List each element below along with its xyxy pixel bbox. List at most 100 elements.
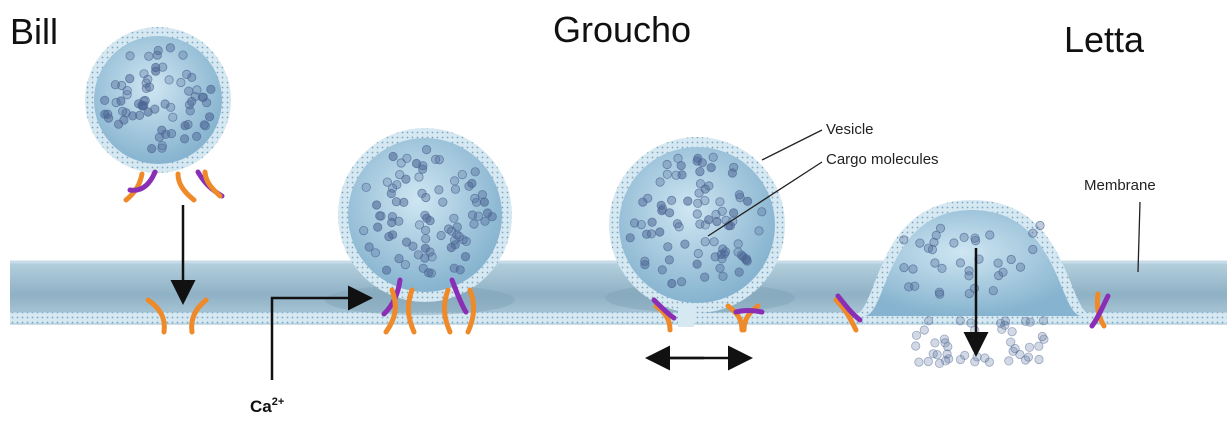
- cargo-molecule: [395, 254, 403, 262]
- cargo-molecule: [461, 252, 469, 260]
- cargo-molecule: [126, 74, 134, 82]
- cargo-molecule: [360, 226, 368, 234]
- cargo-molecule: [424, 269, 432, 277]
- cargo-molecule: [158, 126, 166, 134]
- cargo-molecule: [120, 116, 128, 124]
- cargo-molecule: [644, 194, 652, 202]
- cargo-molecule: [656, 178, 664, 186]
- cargo-molecule: [719, 272, 727, 280]
- label-vesicle: Vesicle: [826, 121, 874, 138]
- cargo-molecule: [419, 162, 427, 170]
- cargo-molecule: [960, 233, 968, 241]
- cargo-molecule: [1036, 221, 1044, 229]
- cargo-molecule: [693, 260, 701, 268]
- cargo-molecule: [696, 167, 704, 175]
- cargo-molecule: [648, 218, 656, 226]
- cargo-molecule: [167, 103, 175, 111]
- released-cargo-molecule: [1035, 355, 1043, 363]
- cargo-molecule: [734, 240, 742, 248]
- cargo-molecule: [193, 86, 201, 94]
- cargo-molecule: [1016, 263, 1024, 271]
- cargo-molecule: [199, 93, 207, 101]
- cargo-molecule: [916, 239, 924, 247]
- released-cargo-molecule: [956, 355, 964, 363]
- cargo-molecule: [372, 201, 380, 209]
- cargo-molecule: [376, 212, 384, 220]
- cargo-molecule: [111, 81, 119, 89]
- cargo-molecule: [668, 279, 676, 287]
- cargo-molecule: [471, 168, 479, 176]
- cargo-molecule: [694, 199, 702, 207]
- cargo-molecule: [426, 217, 434, 225]
- cargo-molecule: [709, 153, 717, 161]
- cargo-molecule: [362, 183, 370, 191]
- cargo-molecule: [722, 216, 730, 224]
- released-cargo-molecule: [971, 326, 979, 334]
- cargo-molecule: [151, 105, 159, 113]
- cargo-molecule: [450, 214, 458, 222]
- cargo-molecule: [641, 257, 649, 265]
- cargo-molecule: [421, 226, 429, 234]
- cargo-molecule: [707, 163, 715, 171]
- cargo-molecule: [735, 268, 743, 276]
- label-membrane: Membrane: [1084, 177, 1156, 194]
- cargo-molecule: [696, 180, 704, 188]
- cargo-molecule: [165, 76, 173, 84]
- released-cargo-molecule: [931, 339, 939, 347]
- cargo-molecule: [1029, 245, 1037, 253]
- vesicle-letta: [852, 200, 1094, 368]
- cargo-molecule: [900, 263, 908, 271]
- cargo-molecule: [145, 52, 153, 60]
- cargo-molecule: [701, 273, 709, 281]
- cargo-molecule: [414, 251, 422, 259]
- cargo-molecule: [735, 191, 743, 199]
- released-cargo-molecule: [920, 326, 928, 334]
- cargo-molecule: [681, 240, 689, 248]
- cargo-molecule: [392, 198, 400, 206]
- cargo-molecule: [468, 179, 476, 187]
- vesicle-bill: [85, 27, 231, 173]
- released-cargo-molecule: [1039, 317, 1047, 325]
- cargo-molecule: [179, 51, 187, 59]
- cargo-molecule: [677, 161, 685, 169]
- cargo-molecule: [694, 249, 702, 257]
- released-cargo-molecule: [998, 325, 1006, 333]
- cargo-molecule: [401, 260, 409, 268]
- released-cargo-molecule: [912, 342, 920, 350]
- cargo-molecule: [630, 219, 638, 227]
- cargo-molecule: [450, 177, 458, 185]
- cargo-molecule: [626, 234, 634, 242]
- cargo-molecule: [481, 217, 489, 225]
- cargo-molecule: [180, 135, 188, 143]
- released-cargo-molecule: [1009, 347, 1017, 355]
- cargo-molecule: [758, 208, 766, 216]
- cargo-molecule: [950, 239, 958, 247]
- cargo-molecule: [675, 223, 683, 231]
- cargo-molecule: [135, 111, 143, 119]
- cargo-molecule: [718, 207, 726, 215]
- cargo-molecule: [205, 113, 213, 121]
- cargo-molecule: [422, 145, 430, 153]
- cargo-molecule: [743, 197, 751, 205]
- cargo-molecule: [184, 120, 192, 128]
- cargo-molecule: [911, 282, 919, 290]
- fusion-pore: [678, 305, 694, 327]
- cargo-molecule: [470, 220, 478, 228]
- cargo-molecule: [663, 160, 671, 168]
- released-cargo-molecule: [933, 351, 941, 359]
- cargo-molecule: [422, 235, 430, 243]
- vesicle-groucho: [338, 128, 512, 302]
- released-cargo-molecule: [1021, 317, 1029, 325]
- cargo-molecule: [192, 132, 200, 140]
- cargo-molecule: [152, 63, 160, 71]
- cargo-molecule: [101, 96, 109, 104]
- cargo-molecule: [154, 46, 162, 54]
- released-cargo-molecule: [981, 354, 989, 362]
- cargo-molecule: [1007, 255, 1015, 263]
- released-cargo-molecule: [1001, 317, 1009, 325]
- cargo-molecule: [207, 85, 215, 93]
- cargo-molecule: [453, 223, 461, 231]
- cargo-molecule: [696, 220, 704, 228]
- cargo-molecule: [403, 154, 411, 162]
